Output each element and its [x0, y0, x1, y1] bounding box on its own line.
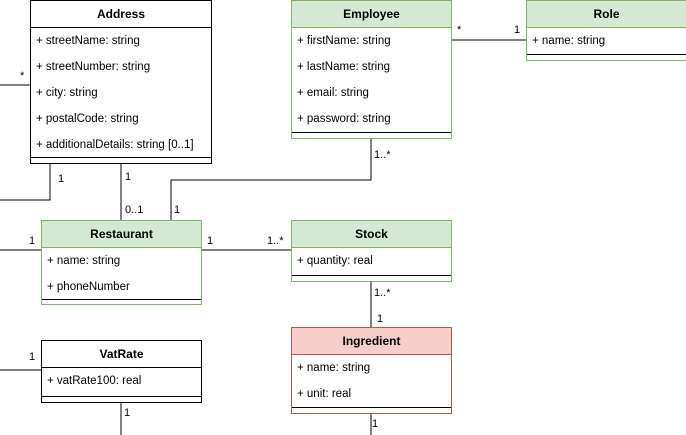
multiplicity-ingredient-bottom: 1	[372, 418, 379, 430]
multiplicity-restaurant-left: 1	[29, 235, 36, 247]
class-role[interactable]: Role + name: string	[526, 0, 686, 61]
class-address-attr-2: + streetNumber: string	[36, 61, 151, 73]
class-address[interactable]: Address + streetName: string + streetNum…	[30, 0, 212, 164]
class-address-name: Address	[31, 1, 211, 28]
class-restaurant[interactable]: Restaurant + name: string + phoneNumber	[41, 220, 202, 305]
multiplicity-stock-ingredient-bottom: 1	[377, 313, 384, 325]
multiplicity-address-left: *	[20, 70, 25, 82]
class-employee-name: Employee	[292, 1, 451, 28]
class-address-attr-3: + city: string	[36, 87, 98, 99]
multiplicity-stock-ingredient-top: 1..*	[374, 287, 391, 299]
class-role-name: Role	[527, 1, 686, 28]
multiplicity-vatrate-left: 1	[29, 351, 36, 363]
association-address-bottom-left	[0, 163, 51, 201]
class-address-attr-4: + postalCode: string	[36, 113, 139, 125]
class-ingredient-name: Ingredient	[292, 328, 451, 355]
multiplicity-restaurant-stock-left: 1	[207, 235, 214, 247]
class-restaurant-attr-1: + name: string	[47, 255, 121, 267]
multiplicity-vatrate-bottom: 1	[124, 407, 131, 419]
class-ingredient-attr-1: + name: string	[297, 362, 371, 374]
class-vatrate[interactable]: VatRate + vatRate100: real	[41, 340, 202, 403]
class-stock-attr-1: + quantity: real	[297, 255, 373, 267]
class-vatrate-attr-1: + vatRate100: real	[47, 375, 142, 387]
class-ingredient[interactable]: Ingredient + name: string + unit: real	[291, 327, 452, 414]
class-employee-attr-1: + firstName: string	[297, 35, 391, 47]
class-vatrate-divider	[42, 396, 201, 397]
multiplicity-employee-role-left: *	[457, 24, 462, 36]
class-role-attr-1: + name: string	[532, 35, 606, 47]
multiplicity-restaurant-stock-right: 1..*	[267, 235, 284, 247]
class-ingredient-divider	[292, 407, 451, 408]
class-employee-attr-4: + password: string	[297, 113, 391, 125]
class-employee-attr-3: + email: string	[297, 87, 369, 99]
class-role-divider	[527, 54, 686, 55]
class-restaurant-attr-2: + phoneNumber	[47, 281, 130, 293]
class-ingredient-attr-2: + unit: real	[297, 388, 352, 400]
class-address-attr-1: + streetName: string	[36, 35, 140, 47]
class-vatrate-name: VatRate	[42, 341, 201, 368]
association-employee-restaurant	[170, 138, 372, 220]
class-stock[interactable]: Stock + quantity: real	[291, 220, 452, 282]
multiplicity-employee-role-right: 1	[514, 24, 521, 36]
class-address-attr-5: + additionalDetails: string [0..1]	[36, 139, 194, 151]
multiplicity-address-restaurant-top: 1	[125, 171, 132, 183]
class-employee-attr-2: + lastName: string	[297, 61, 390, 73]
class-employee[interactable]: Employee + firstName: string + lastName:…	[291, 0, 452, 139]
multiplicity-address-bottom-left: 1	[58, 173, 65, 185]
class-restaurant-divider	[42, 299, 201, 300]
class-restaurant-name: Restaurant	[42, 221, 201, 248]
class-address-divider	[31, 157, 211, 158]
multiplicity-employee-restaurant-top: 1..*	[374, 149, 391, 161]
class-employee-divider	[292, 132, 451, 133]
multiplicity-employee-restaurant-bottom: 1	[174, 204, 181, 216]
multiplicity-address-restaurant-bottom: 0..1	[125, 204, 144, 216]
class-stock-name: Stock	[292, 221, 451, 248]
class-stock-divider	[292, 275, 451, 276]
